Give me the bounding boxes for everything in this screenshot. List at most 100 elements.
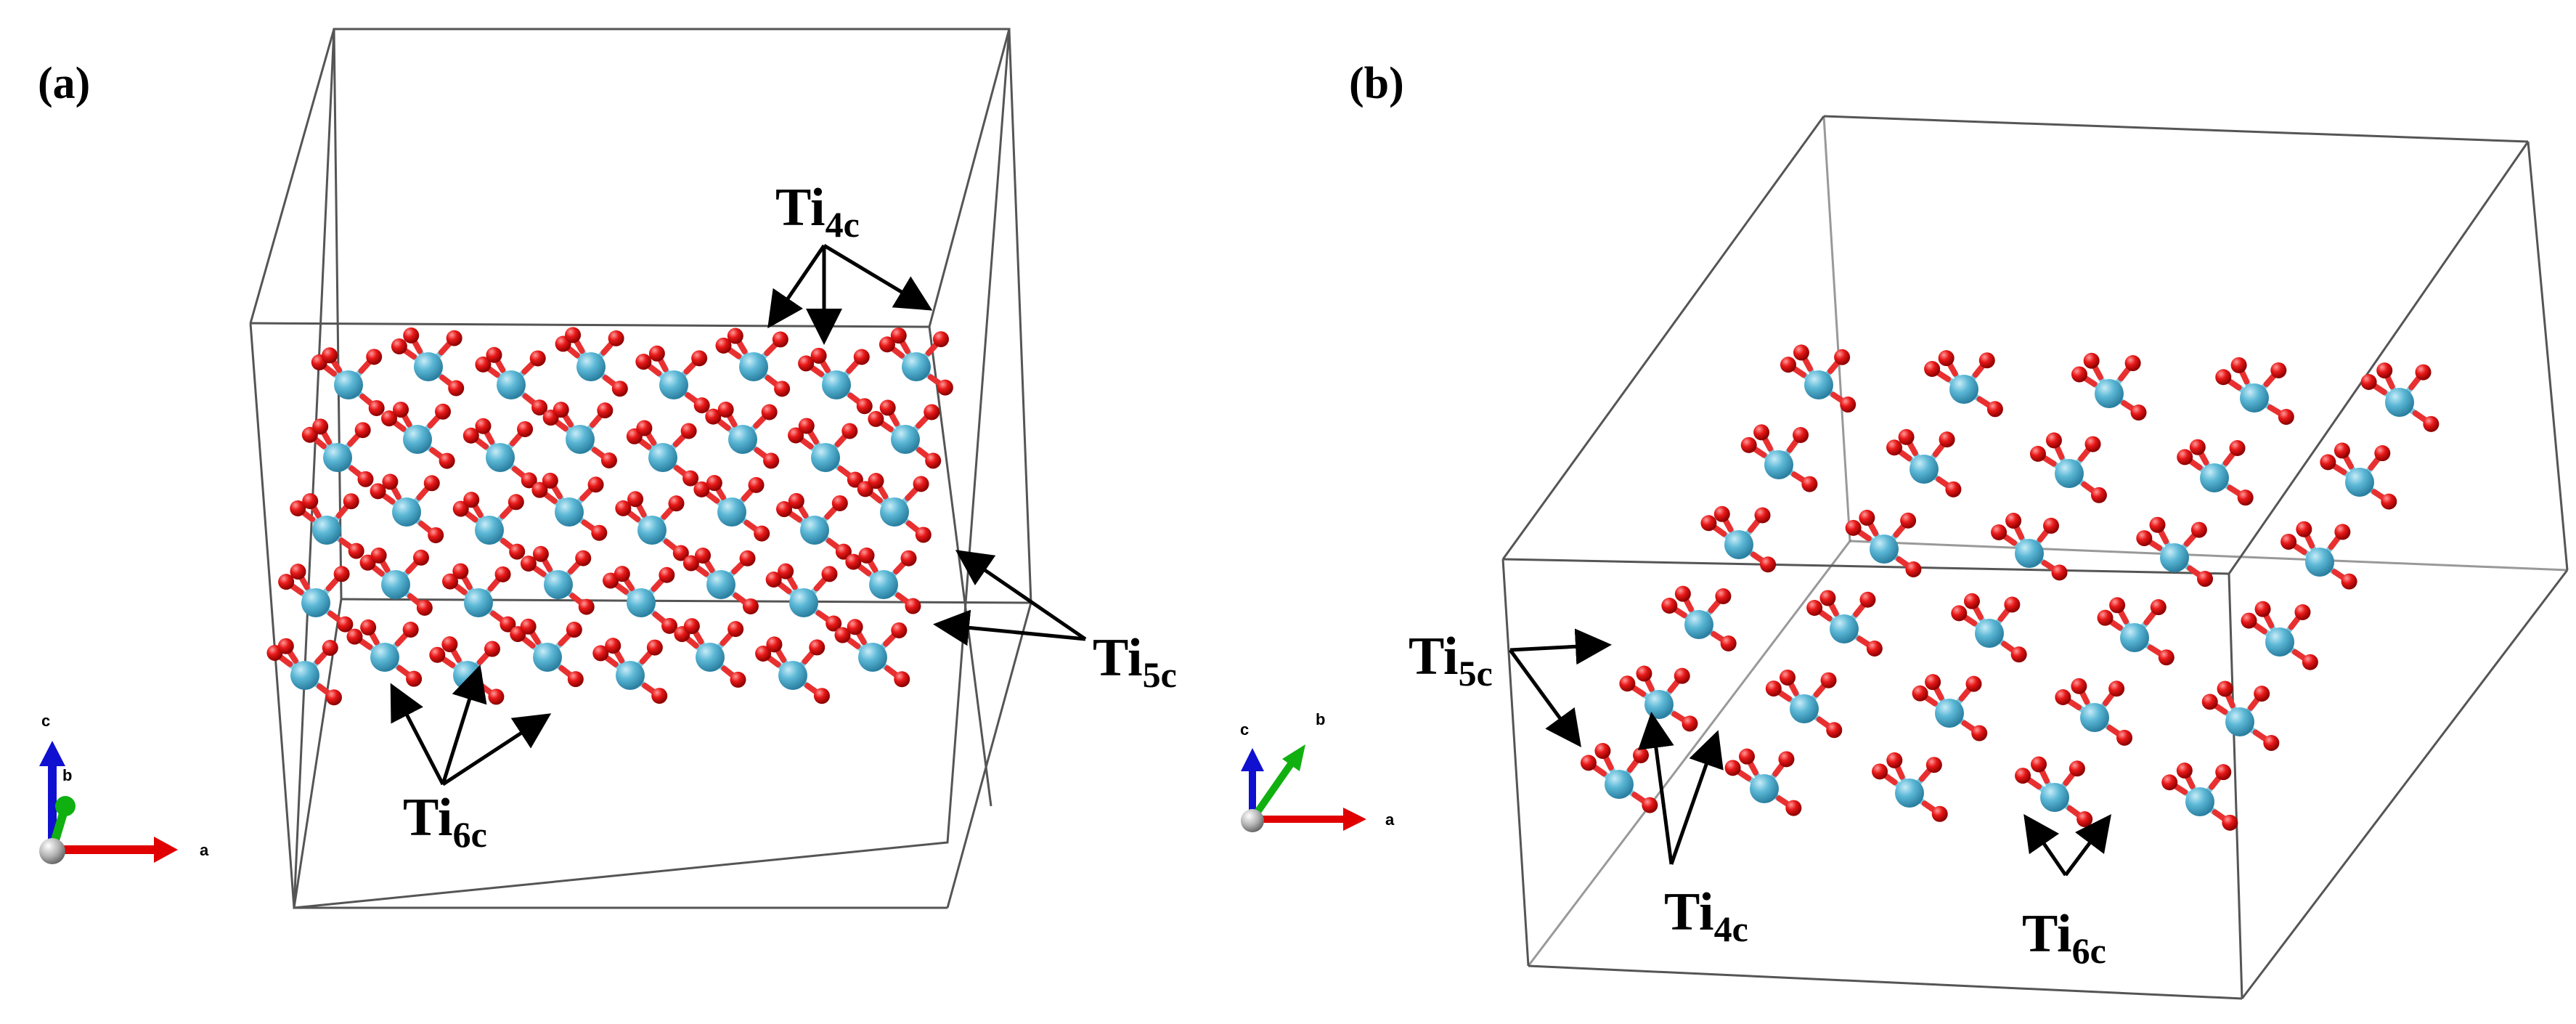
axis-c-label: c	[41, 712, 50, 730]
o-atom	[2071, 366, 2087, 383]
site-label-ti6c-a: Ti6c	[403, 788, 487, 855]
ti-atom	[1750, 774, 1779, 803]
o-atom	[370, 547, 387, 564]
ti-atom	[717, 497, 746, 527]
o-atom	[2136, 530, 2153, 547]
o-atom	[810, 347, 827, 364]
svg-text:Ti6c: Ti6c	[2022, 904, 2106, 971]
ti-atom	[627, 588, 656, 617]
o-atom	[1785, 800, 1802, 816]
o-atom	[2055, 688, 2071, 705]
o-atom	[2097, 609, 2114, 626]
ti-atom	[392, 497, 421, 527]
o-atom	[659, 566, 675, 583]
o-atom	[661, 617, 678, 634]
o-atom	[605, 638, 621, 654]
o-atom	[1793, 344, 1809, 361]
o-atom	[1905, 561, 1922, 577]
o-atom	[402, 621, 419, 638]
site-label-ti4c-b: Ti4c	[1664, 882, 1748, 949]
o-atom	[368, 399, 385, 416]
o-atom	[826, 615, 842, 632]
site-label-ti6c-b: Ti6c	[2022, 904, 2106, 971]
o-atom	[529, 350, 546, 367]
o-atom	[393, 402, 409, 418]
o-atom	[1801, 476, 1818, 492]
o-atom	[446, 330, 462, 346]
o-atom	[500, 616, 516, 633]
o-atom	[2029, 445, 2046, 462]
axis-a-label: a	[200, 841, 209, 859]
o-atom	[2116, 729, 2133, 746]
o-atom	[2215, 764, 2232, 781]
o-atom	[1859, 509, 1875, 526]
axis-origin-sphere	[39, 838, 65, 864]
ti-atom	[497, 370, 526, 399]
svg-text:Ti6c: Ti6c	[403, 788, 487, 855]
o-atom	[2084, 436, 2101, 452]
o-atom	[615, 500, 632, 516]
ti-atom	[2040, 783, 2069, 812]
ti-atom	[822, 370, 851, 399]
o-atom	[841, 423, 858, 439]
o-atom	[517, 420, 534, 437]
o-atom	[520, 555, 537, 572]
o-atom	[1740, 436, 1757, 453]
o-atom	[2423, 415, 2440, 432]
axis-b-label: b	[1316, 710, 1325, 728]
o-atom	[597, 402, 614, 419]
o-atom	[2415, 364, 2432, 381]
o-atom	[322, 347, 338, 364]
o-atom	[1760, 556, 1777, 573]
ti-atom	[555, 497, 584, 527]
o-atom	[381, 410, 398, 427]
o-atom	[2296, 521, 2312, 537]
ti-atom	[659, 370, 688, 399]
o-atom	[2161, 774, 2178, 791]
o-atom	[2176, 763, 2193, 779]
o-atom	[429, 646, 446, 663]
o-atom	[2043, 517, 2060, 534]
o-atom	[1925, 674, 1941, 691]
o-atom	[932, 331, 949, 348]
o-atom	[648, 345, 665, 362]
o-atom	[2177, 449, 2193, 466]
o-atom	[835, 543, 852, 560]
o-atom	[766, 636, 783, 653]
o-atom	[2190, 521, 2207, 538]
o-atom	[1636, 665, 1652, 682]
ti-atom	[2095, 379, 2124, 408]
o-atom	[635, 354, 652, 370]
o-atom	[2270, 362, 2287, 378]
o-atom	[788, 492, 804, 509]
o-atom	[2189, 439, 2206, 455]
o-atom	[406, 670, 423, 687]
o-atom	[1866, 641, 1883, 657]
o-atom	[2278, 409, 2294, 426]
o-atom	[765, 572, 782, 588]
o-atom	[2217, 680, 2233, 697]
o-atom	[484, 641, 500, 657]
o-atom	[592, 645, 609, 662]
o-atom	[847, 619, 863, 635]
o-atom	[2263, 734, 2280, 751]
o-atom	[778, 563, 794, 580]
o-atom	[691, 350, 708, 367]
o-atom	[442, 573, 459, 590]
site-label-ti5c-b: Ti5c	[1409, 627, 1493, 694]
o-atom	[542, 472, 558, 489]
o-atom	[730, 671, 746, 688]
o-atom	[302, 493, 319, 510]
o-atom	[325, 689, 342, 706]
o-atom	[695, 547, 712, 564]
o-atom	[627, 491, 644, 508]
o-atom	[2150, 599, 2167, 616]
panel-b: (b) Ti5c	[1240, 59, 2569, 1000]
ti-atom	[858, 643, 887, 672]
o-atom	[2374, 445, 2391, 462]
o-atom	[1898, 428, 1915, 445]
o-atom	[452, 563, 469, 580]
site-label-ti4c-a: Ti4c	[775, 178, 860, 245]
o-atom	[755, 645, 772, 662]
o-atom	[1924, 360, 1941, 377]
